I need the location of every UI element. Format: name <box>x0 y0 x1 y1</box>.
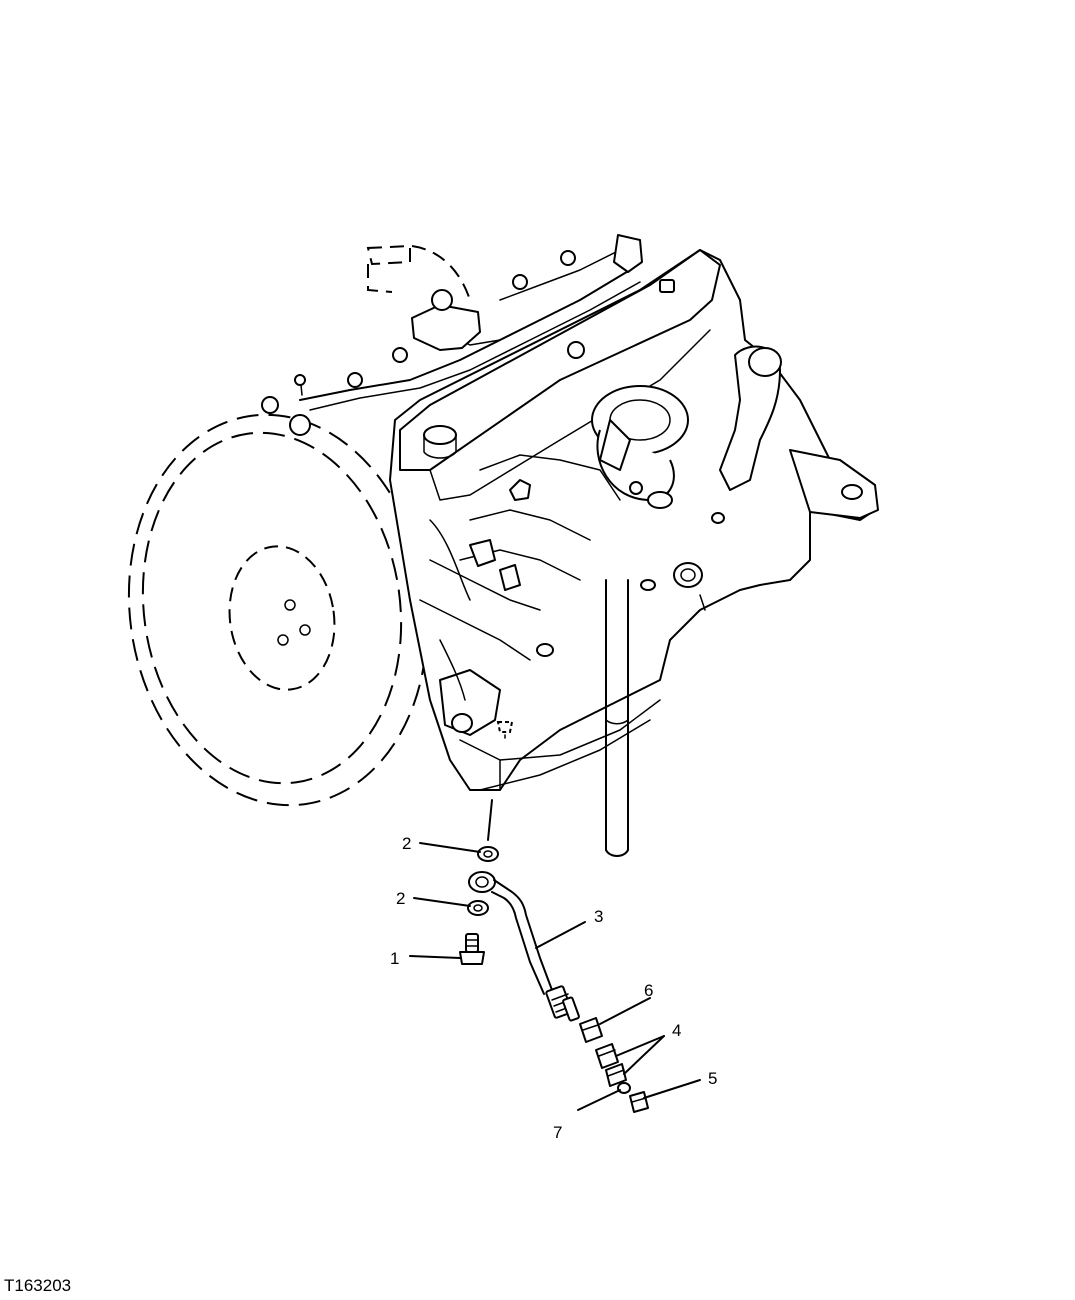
leader-lines <box>409 842 701 1111</box>
callout-7: 7 <box>553 1123 562 1142</box>
callout-2-lower: 2 <box>396 889 405 908</box>
oil-line <box>468 871 580 1022</box>
drain-leader <box>487 799 493 841</box>
callout-2-upper: 2 <box>402 834 411 853</box>
sealing-washer-upper <box>477 846 499 862</box>
elbow-fittings <box>595 1043 627 1087</box>
figure-id: T163203 <box>4 1276 72 1295</box>
banjo-bolt <box>459 933 485 965</box>
washer-small <box>617 1082 631 1094</box>
sealing-washer-lower <box>467 900 489 916</box>
callout-6: 6 <box>644 981 653 1000</box>
phantom-intake <box>366 244 471 301</box>
engine-block <box>261 234 879 857</box>
callout-1: 1 <box>390 949 399 968</box>
plug <box>629 1091 649 1113</box>
callout-3: 3 <box>594 907 603 926</box>
callout-5: 5 <box>708 1069 717 1088</box>
adapter-fitting <box>579 1017 603 1043</box>
callout-4: 4 <box>672 1021 681 1040</box>
